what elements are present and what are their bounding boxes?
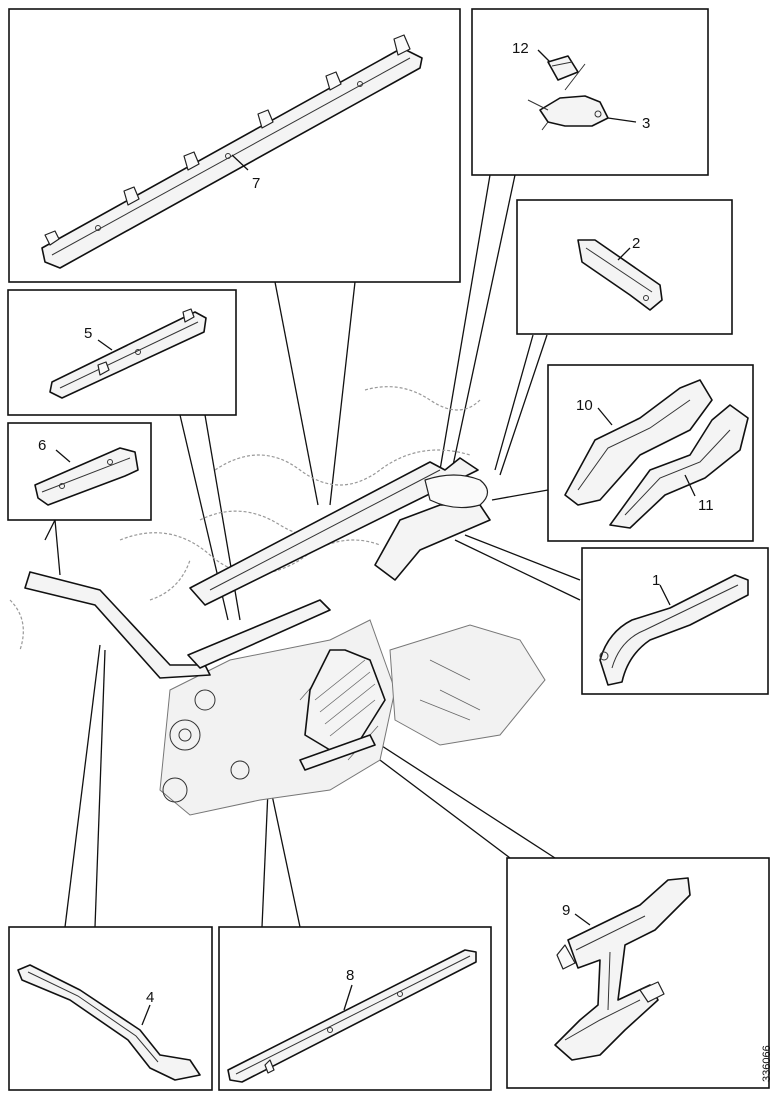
- callout-12: 12: [512, 40, 529, 57]
- detail-box-12-3: 12 3: [471, 8, 709, 176]
- rail-7-part: [41, 34, 423, 269]
- rail-8-part: [227, 949, 477, 1083]
- bracket-12-part: [547, 55, 579, 81]
- detail-box-2: 2: [516, 199, 733, 335]
- callout-10: 10: [576, 397, 593, 414]
- detail-box-9: 9: [506, 857, 770, 1089]
- callout-4: 4: [146, 989, 154, 1006]
- detail-box-6: 6: [7, 422, 152, 521]
- callout-8: 8: [346, 967, 354, 984]
- duct-10-part: [564, 379, 713, 506]
- callout-11: 11: [698, 497, 714, 514]
- callout-6: 6: [38, 437, 46, 454]
- detail-box-8: 8: [218, 926, 492, 1091]
- engine-assembly: [9, 386, 546, 816]
- callout-7: 7: [252, 175, 260, 192]
- callout-1: 1: [652, 572, 660, 589]
- detail-box-10-11: 10 11: [547, 364, 754, 542]
- duct-11-part: [609, 404, 749, 529]
- crossmember-4-part: [17, 964, 201, 1081]
- callout-5: 5: [84, 325, 92, 342]
- rail-2-part: [577, 239, 663, 311]
- callout-3: 3: [642, 115, 650, 132]
- callout-2: 2: [632, 235, 640, 252]
- bracket-6-part: [34, 447, 139, 506]
- reference-code: 336066: [761, 1045, 773, 1082]
- detail-box-4: 4: [8, 926, 213, 1091]
- detail-box-7: 7: [8, 8, 461, 283]
- rail-5-part: [49, 308, 207, 399]
- leader-lines: [44, 174, 581, 928]
- detail-box-1: 1: [581, 547, 769, 695]
- duct-1-part: [599, 574, 749, 686]
- callout-9: 9: [562, 902, 570, 919]
- support-9-part: [554, 877, 691, 1061]
- detail-box-5: 5: [7, 289, 237, 416]
